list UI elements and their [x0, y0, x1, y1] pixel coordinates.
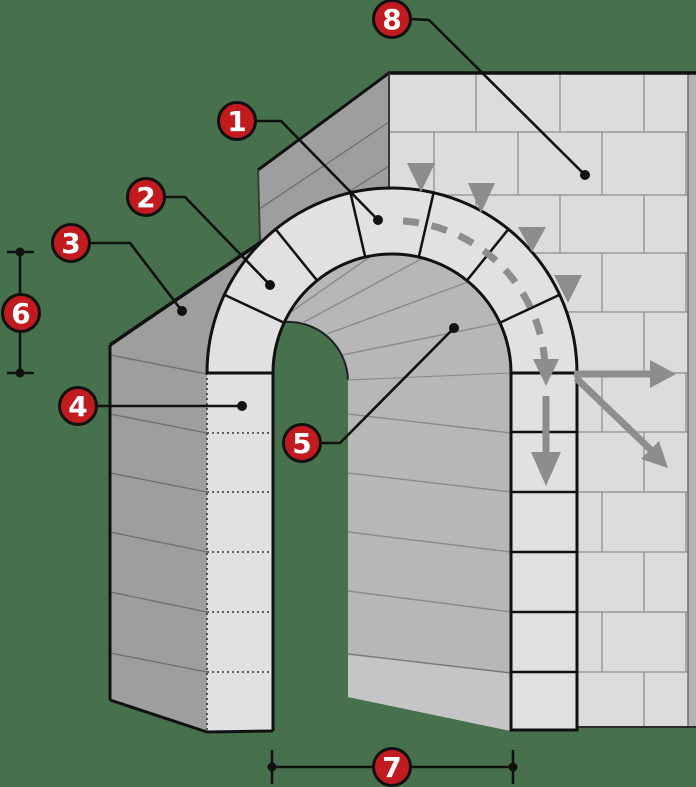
- leader-lines: [88, 17, 590, 445]
- back-opening-arc: [283, 320, 349, 381]
- callout-6-number: 6: [11, 297, 30, 330]
- wall-side-left-edge: [257, 169, 261, 244]
- leader-1-dot: [373, 215, 383, 225]
- callout-8-number: 8: [382, 3, 401, 36]
- reveal-springing-line: [347, 372, 512, 381]
- leader-2-dot: [265, 280, 275, 290]
- callout-6-circle: [1, 293, 41, 333]
- leader-3: [88, 241, 184, 313]
- reveal-shape: [348, 373, 511, 731]
- callout-4-circle: [58, 386, 98, 426]
- callout-1-number: 1: [227, 105, 246, 138]
- load-triangle-4: [554, 275, 582, 303]
- callout-8: 8: [372, 0, 412, 39]
- callout-5-circle: [282, 423, 322, 463]
- callout-7-number: 7: [382, 751, 401, 784]
- left-pier-front-face: [206, 373, 275, 734]
- left-pier-side-joints: [110, 354, 208, 673]
- leader-2: [163, 195, 272, 287]
- soffit-shape: [272, 254, 511, 380]
- diagonal-force-arrowhead: [641, 441, 668, 468]
- passage-reveal: [347, 372, 512, 731]
- span-right-dot: [508, 762, 518, 772]
- rise-top-dot: [15, 247, 25, 257]
- wall-face-shape: [389, 73, 688, 727]
- horizontal-force-arrowhead: [650, 360, 676, 388]
- callout-8-circle: [372, 0, 412, 39]
- thrust-dashed-arc: [402, 217, 549, 367]
- span-left-dot: [267, 762, 277, 772]
- callout-2-circle: [126, 177, 166, 217]
- left-pier-bottom-edge: [206, 729, 274, 734]
- callout-1: 1: [217, 101, 257, 141]
- rise-bottom-dot: [15, 368, 25, 378]
- load-triangle-3: [518, 227, 546, 252]
- wall-right-side-sliver: [688, 73, 696, 727]
- leader-4-dot: [237, 401, 247, 411]
- left-pier-bevel-edge: [109, 698, 208, 734]
- right-pier-joints: [511, 430, 577, 674]
- callout-6: 6: [1, 293, 41, 333]
- callout-2-number: 2: [136, 181, 155, 214]
- callout-4: 4: [58, 386, 98, 426]
- wall-side-top-edge: [257, 71, 390, 172]
- callout-3: 3: [51, 223, 91, 263]
- load-triangle-2: [468, 183, 495, 213]
- left-pier-front-shape: [207, 373, 273, 732]
- arch-ring-shape: [205, 186, 579, 375]
- diagonal-force-arrow-shaft: [573, 375, 655, 454]
- left-pier-side-face: [108, 240, 262, 734]
- leader-8-dot: [580, 170, 590, 180]
- thrust-arrowhead: [533, 359, 559, 386]
- floor-edge-line: [347, 653, 512, 674]
- reveal-joints: [348, 413, 511, 613]
- voussoir-joints: [223, 192, 561, 324]
- wall-side-face-shape: [258, 73, 389, 242]
- passage-floor: [348, 654, 511, 731]
- leader-8: [409, 17, 587, 177]
- vertical-force-arrowhead: [531, 452, 561, 486]
- leader-5-dot: [449, 323, 459, 333]
- thrust-line: [402, 217, 559, 386]
- load-arrows: [407, 163, 582, 303]
- leader-5: [319, 326, 456, 445]
- callout-4-number: 4: [68, 390, 87, 423]
- callout-2: 2: [126, 177, 166, 217]
- arch-ring: [205, 186, 579, 375]
- callout-3-circle: [51, 223, 91, 263]
- callouts: 1 2 3 4 5 6 7 8: [1, 0, 412, 787]
- force-arrows: [531, 360, 676, 486]
- load-triangle-1: [407, 163, 435, 192]
- callout-7: 7: [372, 747, 412, 787]
- leader-3-dot: [177, 306, 187, 316]
- left-pier-side-top-edge: [109, 240, 262, 347]
- left-pier-side-shape: [110, 242, 261, 732]
- callout-5: 5: [282, 423, 322, 463]
- callout-5-number: 5: [292, 427, 311, 460]
- callout-1-circle: [217, 101, 257, 141]
- leader-1: [254, 119, 380, 222]
- callout-7-circle: [372, 747, 412, 787]
- callout-3-number: 3: [61, 227, 80, 260]
